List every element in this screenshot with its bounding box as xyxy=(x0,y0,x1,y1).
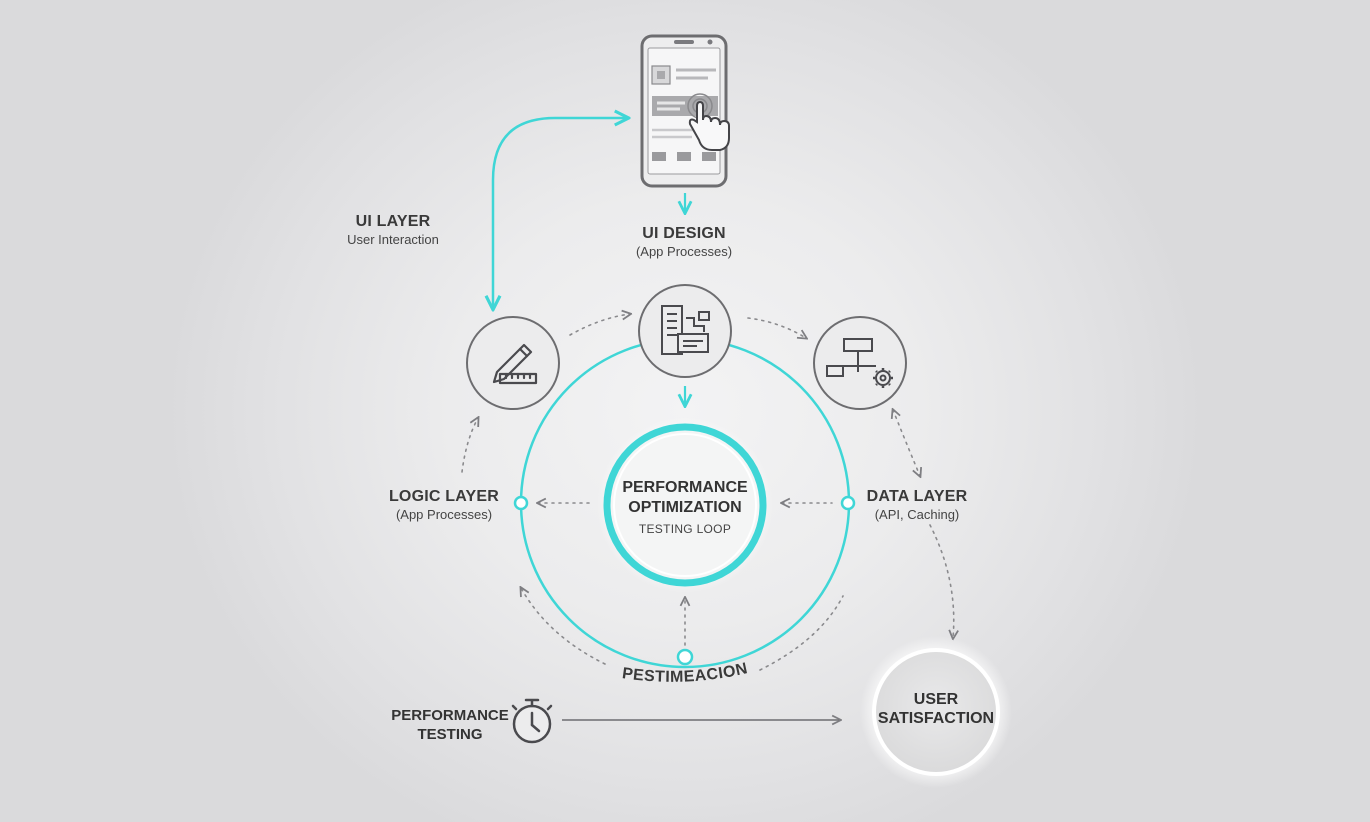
dotted-right-arc-down xyxy=(893,410,920,476)
data-layer-subtitle: (API, Caching) xyxy=(874,507,960,522)
user-satisfaction-line2: SATISFACTION xyxy=(877,710,995,727)
center-line3: TESTING LOOP xyxy=(638,522,732,536)
center-loop-label: PERFORMANCE OPTIMIZATION TESTING LOOP xyxy=(622,478,747,540)
stopwatch-icon xyxy=(511,698,553,744)
performance-testing-line1: PERFORMANCE xyxy=(391,707,509,724)
smartphone-tap-icon xyxy=(640,34,730,188)
dotted-design-to-data xyxy=(747,317,806,338)
ui-layer-subtitle: User Interaction xyxy=(347,232,439,247)
logic-layer-subtitle: (App Processes) xyxy=(395,507,493,522)
ring-node-right xyxy=(840,495,856,511)
ui-design-title: UI DESIGN xyxy=(642,225,726,242)
ui-layer-title: UI LAYER xyxy=(355,213,431,230)
cyan-connector-path xyxy=(493,118,627,308)
performance-testing-label: PERFORMANCE TESTING xyxy=(391,706,509,744)
center-circle xyxy=(603,423,767,587)
user-satisfaction-circle xyxy=(872,648,1000,776)
data-layer-title: DATA LAYER xyxy=(866,488,968,505)
user-satisfaction-line1: USER xyxy=(913,691,959,708)
logic-icon-circle xyxy=(466,316,560,410)
logic-layer-title: LOGIC LAYER xyxy=(388,488,500,505)
dotted-bottom-left-arc xyxy=(521,588,606,665)
ring-node-bottom xyxy=(676,648,694,666)
ui-design-icon-circle xyxy=(638,284,732,378)
logic-layer-label: LOGIC LAYER (App Processes) xyxy=(389,487,499,524)
dotted-logic-to-design xyxy=(569,314,630,336)
dotted-left-arc-up xyxy=(461,418,478,473)
center-line1: PERFORMANCE xyxy=(622,479,748,496)
performance-testing-line2: TESTING xyxy=(417,726,483,743)
user-satisfaction-label: USER SATISFACTION xyxy=(878,690,994,728)
code-module-icon xyxy=(661,305,710,355)
flowchart-gear-icon xyxy=(826,338,893,388)
ui-layer-label: UI LAYER User Interaction xyxy=(347,212,439,249)
ui-design-subtitle: (App Processes) xyxy=(635,244,733,259)
pencil-ruler-icon xyxy=(492,343,538,385)
dotted-bottom-right-arc xyxy=(759,595,844,671)
dotted-data-to-user xyxy=(929,524,954,638)
data-layer-label: DATA LAYER (API, Caching) xyxy=(867,487,968,524)
center-line2: OPTIMIZATION xyxy=(628,499,742,516)
ring-node-left xyxy=(513,495,529,511)
ui-design-label: UI DESIGN (App Processes) xyxy=(636,224,732,261)
data-icon-circle xyxy=(813,316,907,410)
